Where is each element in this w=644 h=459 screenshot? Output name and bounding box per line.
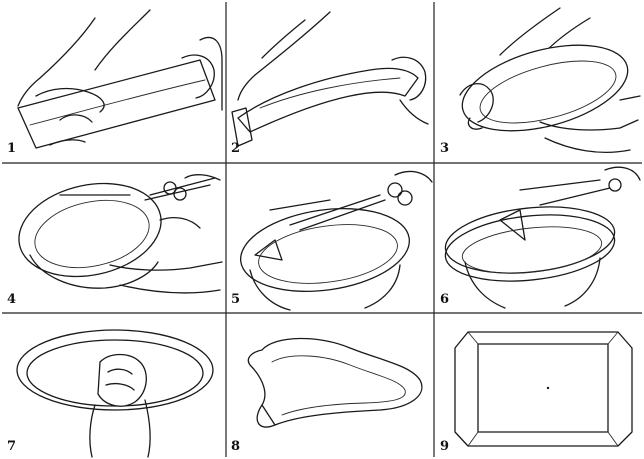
illustration-folded-band-shape <box>248 338 422 427</box>
panel-number-4: 4 <box>7 292 16 307</box>
illustration-scissors-cutting-band <box>235 171 432 310</box>
panel-3: 3 <box>440 8 640 156</box>
panel-4: 4 <box>7 171 222 307</box>
illustration-scissors-trimming-double-ring <box>442 167 640 308</box>
panel-number-9: 9 <box>440 439 449 454</box>
panel-number-8: 8 <box>231 439 240 454</box>
panel-number-7: 7 <box>7 439 16 454</box>
panel-number-2: 2 <box>231 141 240 156</box>
illustration-hands-curving-strip-into-oval <box>453 8 640 152</box>
panel-1: 1 <box>7 10 222 156</box>
panel-number-3: 3 <box>440 141 449 156</box>
illustration-hand-holding-finished-ring <box>17 330 213 457</box>
panel-number-5: 5 <box>231 292 240 307</box>
panel-5: 5 <box>231 171 432 310</box>
panel-8: 8 <box>231 338 422 454</box>
panel-7: 7 <box>7 330 213 457</box>
panel-9: 9 <box>440 332 632 454</box>
illustration-hands-holding-strip <box>18 10 222 148</box>
illustration-hands-pulling-strip <box>232 12 428 146</box>
panel-number-6: 6 <box>440 292 449 307</box>
illustration-scissors-trimming-oval-band <box>10 171 222 293</box>
panel-6: 6 <box>440 167 640 308</box>
illustration-folded-square-frame <box>455 332 632 446</box>
panel-number-1: 1 <box>7 141 16 156</box>
panel-2: 2 <box>231 12 428 156</box>
